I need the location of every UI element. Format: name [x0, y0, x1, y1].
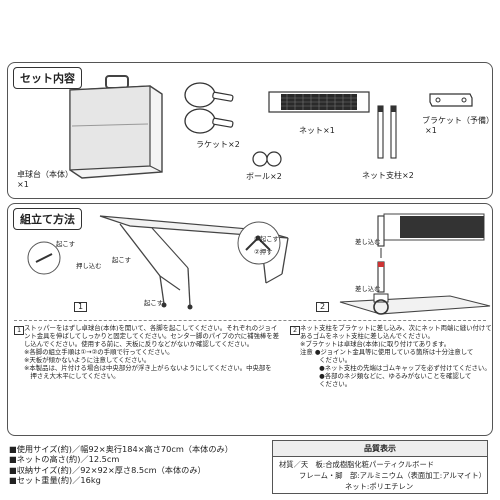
- quality-title: 品質表示: [273, 441, 487, 457]
- joint-detail-circle: [237, 221, 281, 265]
- step1-line: 押さえ大木平にしてください。: [24, 372, 120, 380]
- net-post-assembly-illustration: [339, 213, 491, 315]
- net-post-icon: [377, 105, 397, 159]
- step2-line: あるゴムをネット支柱に差し込んでください。: [300, 332, 434, 340]
- step1-number: 1: [74, 302, 88, 312]
- step1-line: し込んでください。使用する前に、天板に反りなどがないか確認してください。: [24, 340, 254, 348]
- net-icon: [268, 91, 370, 113]
- step2-number: 2: [316, 302, 330, 312]
- step1-text: ストッパーをはずし卓球台(本体)を開いて、各脚を起こしてください。それぞれのジョ…: [24, 324, 284, 380]
- step2-line: 注意 ●ジョイント金具等に使用している箇所は十分注意して: [300, 348, 474, 356]
- spec-item: ■使用サイズ(約)／幅92×奥行184×高さ70cm（本体のみ）: [9, 444, 233, 454]
- quality-line: フレーム・脚 部:アルミニウム（表面加工:アルマイト）: [299, 471, 486, 480]
- step1-line: ※各脚の組立手順は①→②の手順で行ってください。: [24, 348, 174, 356]
- quality-box: 品質表示 材質／天 板:合成樹脂化粧パーティクルボード フレーム・脚 部:アルミ…: [272, 440, 488, 494]
- bracket-qty: ×1: [425, 126, 437, 135]
- quality-line: 材質／天 板:合成樹脂化粧パーティクルボード: [279, 460, 435, 469]
- table-label: 卓球台（本体）: [17, 170, 73, 179]
- callout-step-a: ①起こす: [254, 235, 279, 243]
- step1-line: ストッパーをはずし卓球台(本体)を開いて、各脚を起こしてください。それぞれのジョ…: [24, 324, 278, 332]
- specs-list: ■使用サイズ(約)／幅92×奥行184×高さ70cm（本体のみ） ■ネットの高さ…: [9, 444, 259, 485]
- callout-push-2: 差し込む: [355, 238, 381, 246]
- ball-icon: [252, 151, 282, 167]
- step1-line: ※本製品は、片付ける場合は中央部分が浮き上がらないようにしてください。中央部を: [24, 364, 272, 372]
- callout-raise-1: 起こす: [56, 240, 76, 248]
- ball-label: ボール×2: [246, 172, 282, 181]
- table-qty: ×1: [17, 180, 29, 189]
- quality-line: ネット:ポリエチレン: [345, 482, 414, 491]
- step2-line: ●各部のネジ類などに、ゆるみがないことを確認して: [300, 372, 472, 380]
- step2-line: ください。: [300, 356, 352, 364]
- detail-circle-left: [27, 241, 61, 275]
- callout-push-1: 押し込む: [76, 262, 102, 270]
- spec-item: ■セット重量(約)／16kg: [9, 474, 101, 485]
- bracket-icon: [429, 93, 473, 107]
- callout-push-3: 差し込む: [355, 285, 381, 293]
- assembly-divider: [14, 320, 486, 321]
- racket-icon: [184, 82, 234, 134]
- callout-raise-2: 起こす: [112, 256, 132, 264]
- net-label: ネット×1: [299, 126, 335, 135]
- step1-line: ント金具を伸ばしてしっかりと固定してください。センター脚のパイプの穴に補強棒を差: [24, 332, 280, 340]
- post-label: ネット支柱×2: [362, 171, 414, 180]
- step2-text: ネット支柱をブラケットに差し込み、次にネット両端に縫い付けて あるゴムをネット支…: [300, 324, 492, 388]
- racket-label: ラケット×2: [196, 140, 240, 149]
- callout-raise-3: 起こす: [144, 299, 164, 307]
- spec-item: ■ネットの高さ(約)／12.5cm: [9, 454, 120, 465]
- set-contents-title: セット内容: [13, 67, 82, 89]
- table-case-illustration: [69, 75, 163, 179]
- step2-text-number: 2: [290, 326, 301, 335]
- step2-line: ●ネット支柱の先端はゴムキャップを必ず付けてください。: [300, 364, 491, 372]
- step1-line: ※天板が傾かないように注意してください。: [24, 356, 151, 364]
- callout-step-b: ②押す: [254, 248, 273, 256]
- step2-line: ネット支柱をブラケットに差し込み、次にネット両端に縫い付けて: [300, 324, 492, 332]
- step2-line: ください。: [300, 380, 352, 388]
- step1-text-number: 1: [14, 326, 25, 335]
- spec-item: ■収納サイズ(約)／92×92×厚さ8.5cm（本体のみ）: [9, 464, 206, 475]
- bracket-label: ブラケット（予備）: [422, 116, 494, 125]
- step2-line: ※ブラケットは卓球台(本体)に取り付けてあります。: [300, 340, 451, 348]
- assembly-title: 組立て方法: [13, 208, 82, 230]
